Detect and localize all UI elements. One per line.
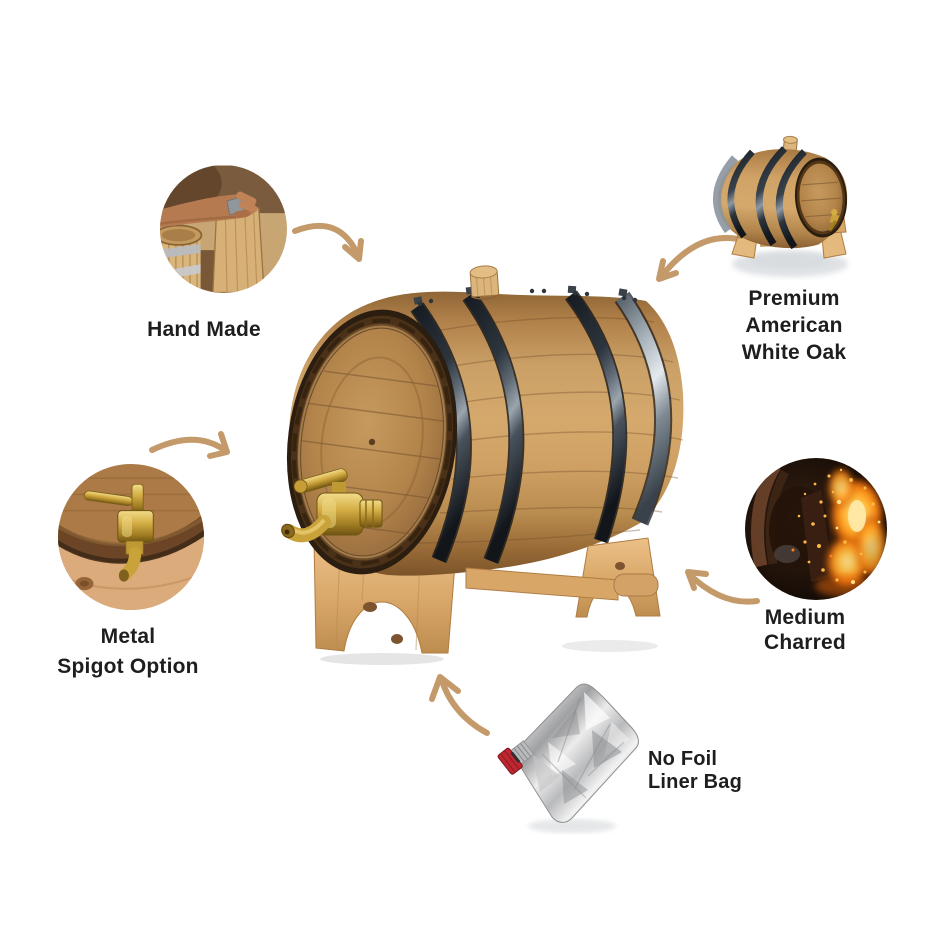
hand-made-label: Hand Made [147, 318, 261, 341]
mini-spigot [828, 209, 840, 231]
metal-spigot-label: Metal Spigot Option [57, 625, 199, 678]
barrel-hoops [410, 290, 673, 564]
bag-spout [497, 740, 535, 775]
mini-barrel-face [794, 157, 848, 238]
premium-oak-label: Premium American White Oak [741, 287, 847, 364]
mini-barrel [713, 135, 848, 250]
sparks [791, 468, 881, 584]
foil-bag [515, 683, 640, 823]
product-image-barrel [270, 250, 690, 675]
bung-plug [469, 265, 500, 300]
medium-charred-photo [745, 458, 887, 600]
stand-rail [465, 567, 659, 601]
barrel-edge [750, 462, 781, 568]
plank-stack [212, 207, 265, 293]
arm-and-hand [160, 191, 258, 228]
metal-spigot-photo [58, 464, 204, 610]
no-foil-photo [492, 668, 662, 838]
brass-spigot [281, 468, 383, 543]
premium-oak-photo [702, 112, 882, 292]
hoop-rivets [413, 285, 638, 307]
small-barrel [160, 224, 203, 293]
hand-made-photo [160, 165, 287, 293]
no-foil-label: No Foil Liner Bag [648, 748, 743, 793]
brass-spigot-closeup [83, 483, 154, 582]
charred-stave [801, 490, 833, 582]
medium-charred-label: Medium Charred [764, 606, 846, 654]
arrow-metal-spigot-icon [149, 431, 230, 459]
arrow-liner-bag-icon [429, 674, 490, 736]
arrow-medium-charred-icon [685, 569, 760, 605]
